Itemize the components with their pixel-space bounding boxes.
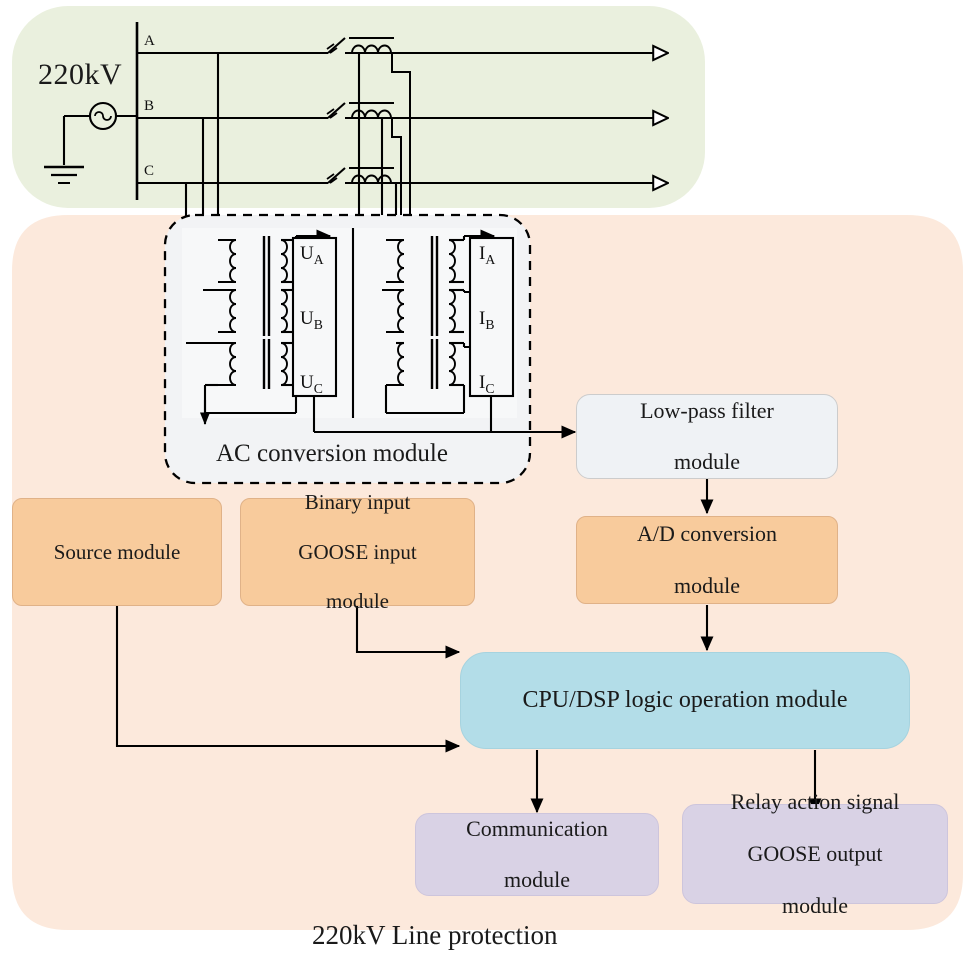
ac-source-wave — [94, 111, 112, 121]
communication-module-block[interactable]: Communication module — [415, 813, 659, 896]
current-transformer-a — [386, 229, 496, 286]
arrow-source-to-cpu — [115, 605, 461, 753]
low-pass-filter-module-block[interactable]: Low-pass filter module — [576, 394, 838, 479]
cpu-dsp-logic-operation-module-block[interactable]: CPU/DSP logic operation module — [460, 652, 910, 749]
relay-line2: GOOSE output — [747, 841, 883, 867]
phase-label-a: A — [144, 33, 155, 49]
communication-line2: module — [503, 867, 570, 893]
relay-line3: module — [782, 892, 848, 918]
cpu-dsp-module-label: CPU/DSP logic operation module — [522, 687, 848, 714]
lowpass-line1: Low-pass filter — [640, 397, 774, 423]
lowpass-line2: module — [673, 449, 740, 475]
communication-line1: Communication — [466, 815, 608, 841]
binary-input-line1: Binary input — [304, 490, 411, 515]
signal-label-uc: UC — [300, 372, 323, 396]
arrow-binary-to-cpu — [355, 605, 461, 659]
ad-line1: A/D conversion — [637, 521, 777, 547]
breaker-c-tick2 — [329, 177, 338, 184]
signal-label-ic: IC — [479, 372, 495, 396]
signal-label-ia: IA — [479, 243, 496, 267]
breaker-a-stem — [327, 37, 346, 54]
ct-tap-a-jog — [391, 53, 411, 300]
ac-module-inner-panel — [182, 228, 517, 418]
voltage-transformer-a — [218, 229, 332, 286]
relay-line1: Relay action signal — [730, 789, 900, 815]
breaker-c-tick1 — [326, 173, 335, 180]
diagram-caption: 220kV Line protection — [312, 920, 558, 950]
breaker-b-tick1 — [326, 108, 335, 115]
relay-action-module-label: Relay action signal GOOSE output module — [719, 789, 912, 919]
breaker-a-tick1 — [326, 43, 335, 50]
breaker-c-stem — [327, 167, 346, 184]
low-pass-filter-module-label: Low-pass filter module — [628, 398, 786, 476]
signal-label-ua: UA — [300, 243, 324, 267]
breaker-b-tick2 — [329, 112, 338, 119]
phase-label-c: C — [144, 163, 155, 179]
breaker-a-tick2 — [329, 47, 338, 54]
ad-conversion-module-block[interactable]: A/D conversion module — [576, 516, 838, 604]
ct-coil-a — [351, 44, 392, 54]
source-module-block[interactable]: Source module — [12, 498, 222, 606]
ac-conversion-module-label: AC conversion module — [216, 440, 448, 467]
binary-input-goose-module-label: Binary input GOOSE input module — [286, 490, 428, 614]
voltage-transformer-c — [186, 339, 332, 389]
ad-line2: module — [673, 572, 740, 598]
binary-input-goose-module-block[interactable]: Binary input GOOSE input module — [240, 490, 475, 613]
relay-action-goose-output-module-block[interactable]: Relay action signal GOOSE output module — [682, 789, 948, 918]
source-voltage-label: 220kV — [38, 58, 123, 91]
signal-label-ib: IB — [479, 308, 495, 332]
source-module-label: Source module — [53, 539, 181, 564]
phase-label-b: B — [144, 98, 155, 114]
current-signal-box — [468, 236, 515, 398]
signal-label-ub: UB — [300, 308, 323, 332]
binary-input-line3: module — [326, 589, 389, 614]
ad-conversion-module-label: A/D conversion module — [625, 521, 789, 599]
binary-input-line2: GOOSE input — [298, 539, 417, 564]
communication-module-label: Communication module — [454, 816, 620, 894]
breaker-b-stem — [327, 102, 346, 119]
